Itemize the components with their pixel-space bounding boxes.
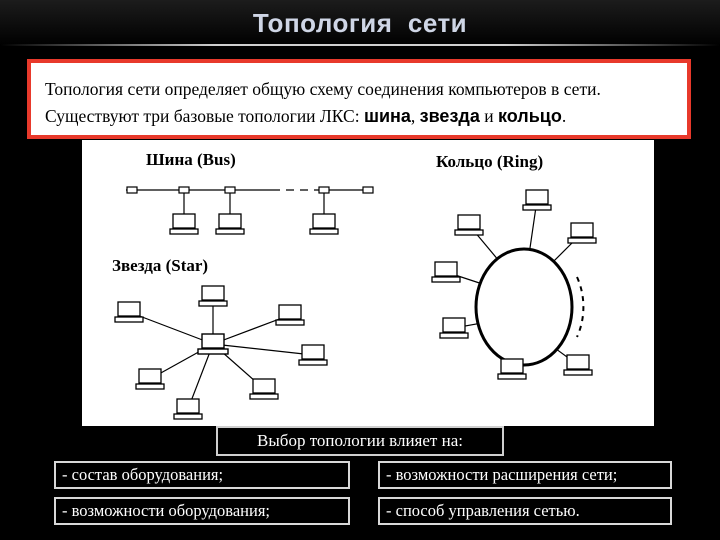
- star-computer-base: [298, 359, 328, 366]
- title-divider: [0, 44, 720, 46]
- star-label: Звезда (Star): [112, 256, 209, 275]
- intro-line-2: Существуют три базовые топологии ЛКС: ши…: [45, 103, 687, 130]
- bus-computer-monitor: [218, 213, 242, 229]
- factor-equipment-capabilities: - возможности оборудования;: [54, 497, 350, 525]
- ring-computer-base: [563, 369, 593, 376]
- star-computer-monitor: [278, 304, 302, 320]
- ring-computer-base: [431, 276, 461, 283]
- bus-connector: [224, 186, 236, 194]
- ring-gap-dashes: [576, 276, 585, 338]
- star-computer-base: [249, 393, 279, 400]
- ring-computer-monitor: [500, 358, 524, 374]
- ring-computer-base: [567, 237, 597, 244]
- title-bar: Топология сети: [0, 0, 720, 46]
- bus-connector: [362, 186, 374, 194]
- star-computer-monitor: [138, 368, 162, 384]
- ring-computer-monitor: [442, 317, 466, 333]
- bus-computer-base: [215, 228, 245, 235]
- ring-cable: [474, 247, 574, 367]
- bus-connector: [318, 186, 330, 194]
- topology-drawing: [114, 186, 597, 420]
- star-computer-base: [114, 316, 144, 323]
- ring-label: Кольцо (Ring): [436, 152, 544, 171]
- star-computer-monitor: [176, 398, 200, 414]
- factor-network-expansion: - возможности расширения сети;: [378, 461, 672, 489]
- star-link: [212, 343, 314, 356]
- intro-line-2-text: Существуют три базовые топологии ЛКС:: [45, 106, 364, 126]
- slide-title: Топология сети: [252, 8, 468, 38]
- intro-separator: ,: [410, 106, 420, 126]
- star-computer-monitor: [117, 301, 141, 317]
- topology-bus-term: шина: [363, 106, 411, 126]
- intro-conjunction: и: [479, 106, 498, 126]
- star-computer-base: [135, 383, 165, 390]
- star-computer-base: [275, 319, 305, 326]
- star-hub-monitor: [201, 333, 225, 349]
- factor-network-management: - способ управления сетью.: [378, 497, 672, 525]
- bus-computer-base: [169, 228, 199, 235]
- intro-box: Топология сети определяет общую схему со…: [27, 59, 691, 139]
- ring-computer-base: [522, 204, 552, 211]
- bus-connector: [126, 186, 138, 194]
- bus-computer-monitor: [172, 213, 196, 229]
- star-computer-monitor: [301, 344, 325, 360]
- ring-computer-base: [454, 229, 484, 236]
- topology-ring-term: кольцо: [497, 106, 562, 126]
- ring-computer-monitor: [457, 214, 481, 230]
- bus-connector: [178, 186, 190, 194]
- ring-computer-monitor: [566, 354, 590, 370]
- bus-computer-base: [309, 228, 339, 235]
- star-computer-base: [198, 300, 228, 307]
- star-computer-base: [173, 413, 203, 420]
- star-computer-monitor: [201, 285, 225, 301]
- bus-computer-monitor: [312, 213, 336, 229]
- star-hub-base: [197, 348, 229, 355]
- star-computer-monitor: [252, 378, 276, 394]
- intro-period: .: [561, 106, 567, 126]
- topology-diagram: Шина (Bus) Кольцо (Ring) Звезда (Star): [82, 140, 654, 426]
- ring-computer-base: [497, 373, 527, 380]
- ring-computer-base: [439, 332, 469, 339]
- star-link: [187, 343, 214, 410]
- ring-computer-monitor: [434, 261, 458, 277]
- factor-equipment-composition: - состав оборудования;: [54, 461, 350, 489]
- ring-computer-monitor: [525, 189, 549, 205]
- topology-star-term: звезда: [419, 106, 480, 126]
- intro-line-1: Топология сети определяет общую схему со…: [45, 79, 601, 99]
- bus-label: Шина (Bus): [146, 150, 236, 169]
- affects-heading: Выбор топологии влияет на:: [216, 426, 504, 456]
- ring-computer-monitor: [570, 222, 594, 238]
